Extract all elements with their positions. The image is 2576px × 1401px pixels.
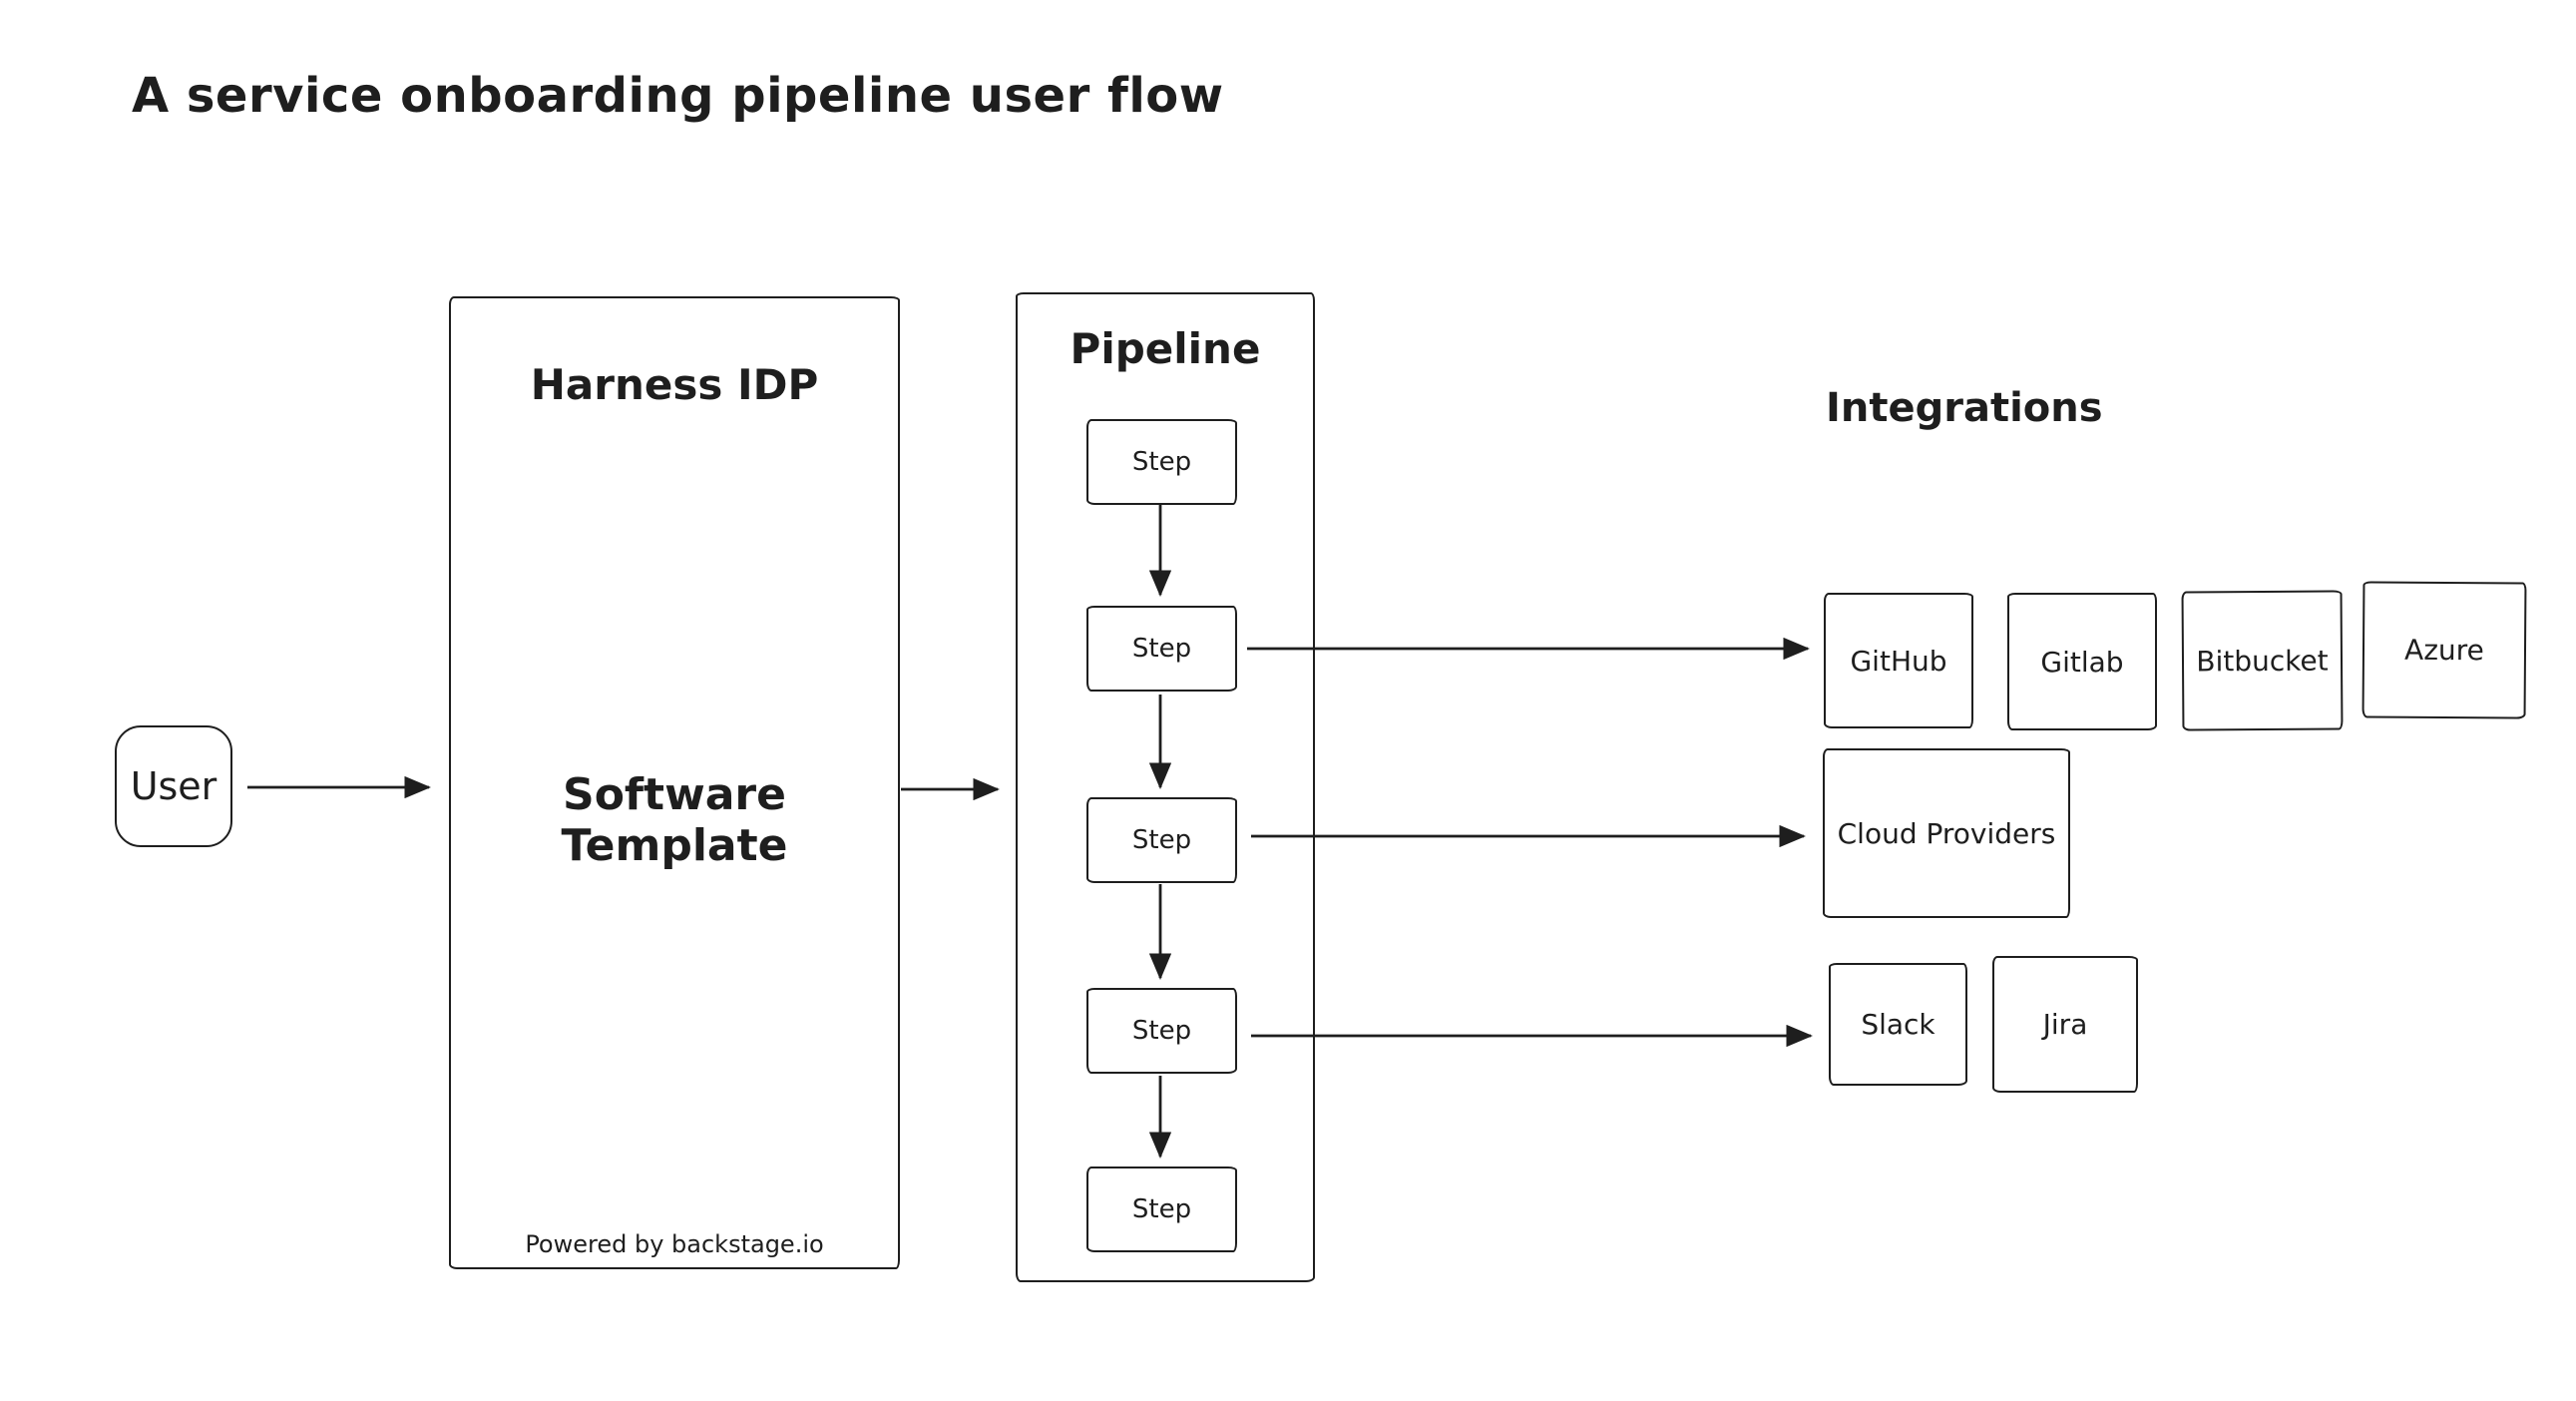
pipeline-step-5: Step (1086, 1167, 1237, 1252)
integration-bitbucket: Bitbucket (2181, 590, 2344, 731)
pipeline-title: Pipeline (1070, 324, 1261, 373)
integration-slack: Slack (1829, 963, 1967, 1086)
pipeline-step-2: Step (1086, 606, 1237, 692)
software-template-label: Software Template (561, 769, 788, 871)
integrations-title: Integrations (1826, 385, 2103, 431)
pipeline-container: Pipeline Step Step Step Step Step (1016, 292, 1315, 1282)
diagram-title: A service onboarding pipeline user flow (132, 68, 1224, 124)
user-node: User (115, 725, 232, 847)
harness-idp-title: Harness IDP (530, 360, 819, 409)
integration-gitlab: Gitlab (2007, 593, 2157, 730)
user-label: User (130, 764, 217, 808)
pipeline-step-1: Step (1086, 419, 1237, 505)
pipeline-step-4: Step (1086, 988, 1237, 1074)
integration-jira: Jira (1992, 956, 2138, 1093)
pipeline-step-3: Step (1086, 797, 1237, 883)
integration-cloud-providers: Cloud Providers (1823, 748, 2070, 918)
integration-azure: Azure (2361, 581, 2527, 719)
harness-idp-container: Harness IDP Software Template Powered by… (449, 296, 900, 1269)
powered-by-backstage-label: Powered by backstage.io (525, 1230, 824, 1258)
integration-github: GitHub (1824, 593, 1973, 728)
